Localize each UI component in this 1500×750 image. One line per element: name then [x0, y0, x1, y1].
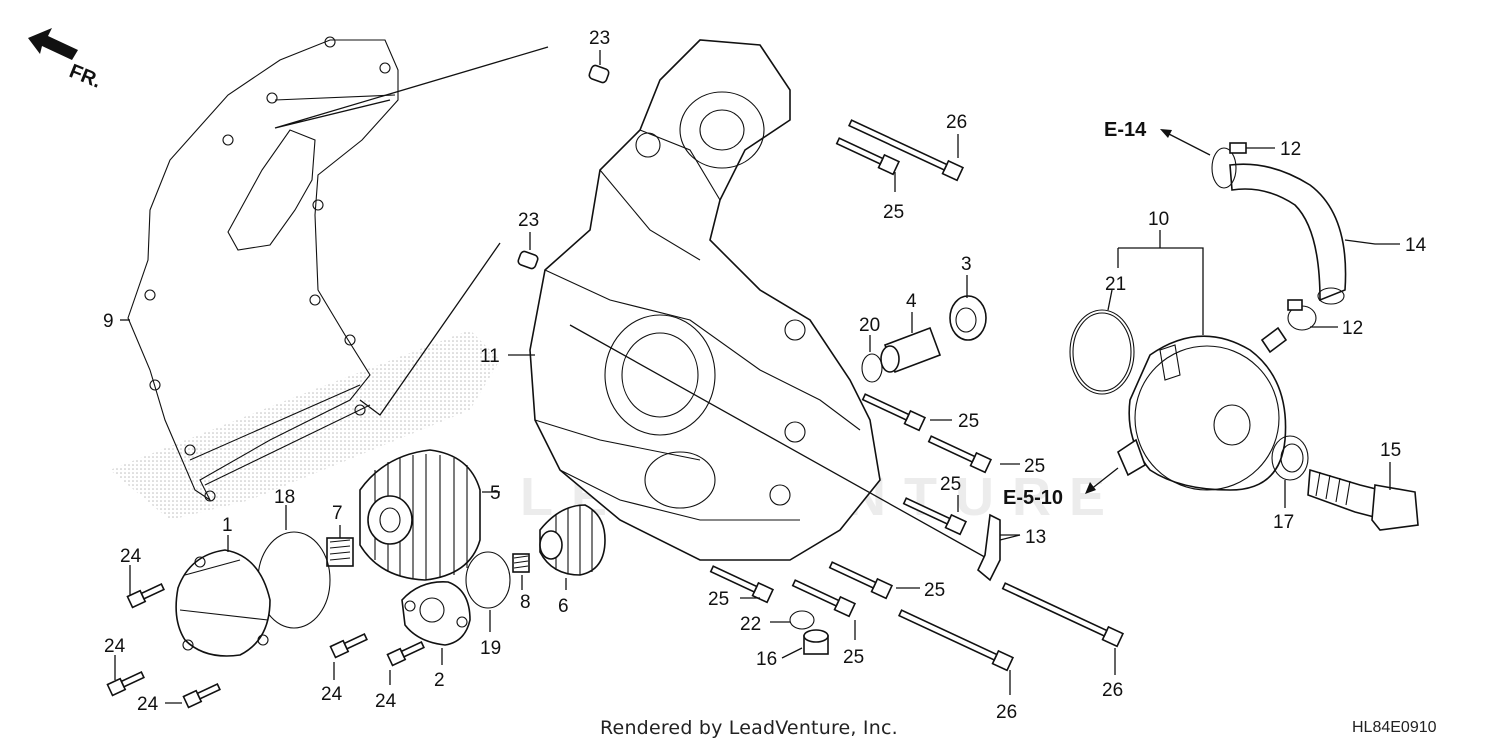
callout-26-low-1[interactable]: 26 [996, 702, 1017, 723]
callout-23-upper[interactable]: 23 [589, 28, 610, 49]
callout-18[interactable]: 18 [274, 487, 295, 508]
diagram-code: HL84E0910 [1352, 719, 1437, 736]
callout-25-low-1[interactable]: 25 [924, 580, 945, 601]
flange-bolts-24[interactable] [106, 581, 425, 709]
callout-26-top[interactable]: 26 [946, 112, 967, 133]
sealing-washer-22[interactable] [789, 610, 815, 630]
oil-bolt[interactable] [1307, 468, 1419, 531]
callout-26-low-2[interactable]: 26 [1102, 680, 1123, 701]
callout-14[interactable]: 14 [1405, 235, 1427, 256]
oil-cooler-hose[interactable] [1229, 163, 1347, 302]
callout-10[interactable]: 10 [1148, 209, 1169, 230]
flange-bolts-25[interactable] [709, 135, 993, 618]
o-ring-19[interactable] [465, 551, 511, 609]
callout-25-mid-1[interactable]: 25 [958, 411, 979, 432]
callout-5[interactable]: 5 [490, 483, 501, 504]
drain-bolt-16[interactable] [803, 629, 829, 655]
leader-lines [114, 46, 1400, 704]
callout-16[interactable]: 16 [756, 649, 777, 670]
callout-24-e[interactable]: 24 [375, 691, 397, 712]
callout-13[interactable]: 13 [1025, 527, 1046, 548]
stipple-shading [110, 330, 500, 520]
callout-11[interactable]: 11 [480, 346, 500, 367]
oil-strainer-6[interactable] [539, 504, 606, 576]
callout-25-low-3[interactable]: 25 [843, 647, 864, 668]
bracket-13[interactable] [977, 513, 1001, 582]
plug-3[interactable] [949, 295, 987, 341]
callout-25-low-2[interactable]: 25 [708, 589, 729, 610]
dowel-pin-upper[interactable] [588, 64, 610, 84]
callout-22[interactable]: 22 [740, 614, 761, 635]
hose-clamp-upper[interactable] [1211, 147, 1237, 189]
oil-cooler[interactable] [1116, 326, 1288, 491]
callout-8[interactable]: 8 [520, 592, 531, 613]
callout-4[interactable]: 4 [906, 291, 917, 312]
callout-15[interactable]: 15 [1380, 440, 1401, 461]
reference-e14[interactable]: E-14 [1104, 119, 1147, 141]
left-crankcase-cover[interactable] [529, 39, 991, 561]
reference-arrows [1085, 129, 1211, 494]
gasket[interactable] [127, 36, 399, 502]
dowel-pin-lower[interactable] [517, 250, 539, 270]
callout-2[interactable]: 2 [434, 670, 445, 691]
sealing-washer-17[interactable] [1271, 435, 1309, 481]
callout-12-upper[interactable]: 12 [1280, 139, 1301, 160]
o-ring-large[interactable] [1069, 309, 1135, 395]
callout-24-d[interactable]: 24 [321, 684, 343, 705]
callout-21[interactable]: 21 [1105, 274, 1126, 295]
callout-7[interactable]: 7 [332, 503, 343, 524]
oil-joint-4[interactable] [880, 326, 942, 374]
callout-25-top[interactable]: 25 [883, 202, 904, 223]
callout-25-mid-3[interactable]: 25 [940, 474, 961, 495]
oil-filter-cover-1[interactable] [175, 549, 271, 657]
spring-7[interactable] [326, 537, 354, 567]
front-direction-arrow: FR. [28, 28, 104, 93]
callout-25-mid-2[interactable]: 25 [1024, 456, 1045, 477]
callout-1[interactable]: 1 [222, 515, 233, 536]
front-label: FR. [66, 60, 104, 92]
oil-filter-5[interactable] [359, 449, 481, 581]
callout-24-c[interactable]: 24 [137, 694, 159, 715]
o-ring-20[interactable] [861, 353, 883, 383]
flange-bolts-26[interactable] [847, 117, 1125, 672]
strainer-cover-2[interactable] [401, 581, 471, 646]
callout-20[interactable]: 20 [859, 315, 880, 336]
callout-17[interactable]: 17 [1273, 512, 1294, 533]
callout-24-a[interactable]: 24 [120, 546, 142, 567]
callout-24-b[interactable]: 24 [104, 636, 126, 657]
reference-e510[interactable]: E-5-10 [1003, 487, 1063, 509]
rendered-by-credit: Rendered by LeadVenture, Inc. [600, 717, 898, 739]
spring-8[interactable] [512, 553, 530, 573]
callout-12-lower[interactable]: 12 [1342, 318, 1363, 339]
callout-3[interactable]: 3 [961, 254, 972, 275]
callout-9[interactable]: 9 [103, 311, 114, 332]
callout-6[interactable]: 6 [558, 596, 569, 617]
callout-19[interactable]: 19 [480, 638, 501, 659]
callout-23-lower[interactable]: 23 [518, 210, 539, 231]
